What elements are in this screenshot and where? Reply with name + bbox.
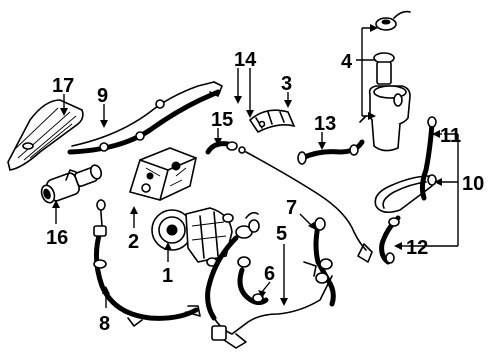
hose-pump-lower [205,211,260,321]
callout-3: 3 [281,73,292,95]
part-14-line [245,151,373,263]
part-16-valve [40,164,103,204]
part-3-bracket [248,109,296,134]
callout-8: 8 [99,313,110,335]
callout-9: 9 [97,85,108,107]
part-6-pipe [211,256,333,349]
callout-6: 6 [264,263,275,285]
callout-12: 12 [406,237,428,259]
callout-16: 16 [46,227,68,249]
callout-13: 13 [314,113,336,135]
part-7-hose [303,217,336,307]
part-9-hose [67,81,223,155]
part-11-hose [419,116,437,201]
part-4-reservoir [359,10,411,152]
part-15-hose [205,141,246,155]
callout-17: 17 [52,75,74,97]
part-10-cooler [374,174,437,214]
callout-14: 14 [234,49,257,71]
part-8-hose [93,199,201,327]
callout-1: 1 [162,265,173,287]
callout-10: 10 [462,173,484,195]
callout-5: 5 [276,223,287,245]
part-2-bracket [128,147,197,201]
callout-15: 15 [211,109,233,131]
callout-7: 7 [286,197,297,219]
part-12-hose [379,215,401,265]
leader-lines [52,24,459,308]
part-1-pump [151,207,234,267]
part-17-cover [7,99,84,171]
callout-4: 4 [341,51,353,73]
callout-2: 2 [128,231,139,253]
part-13-hose [297,139,365,165]
callout-11: 11 [440,125,461,147]
callout-labels: 17 9 14 3 4 15 13 11 10 12 16 2 1 7 5 6 … [46,49,484,335]
